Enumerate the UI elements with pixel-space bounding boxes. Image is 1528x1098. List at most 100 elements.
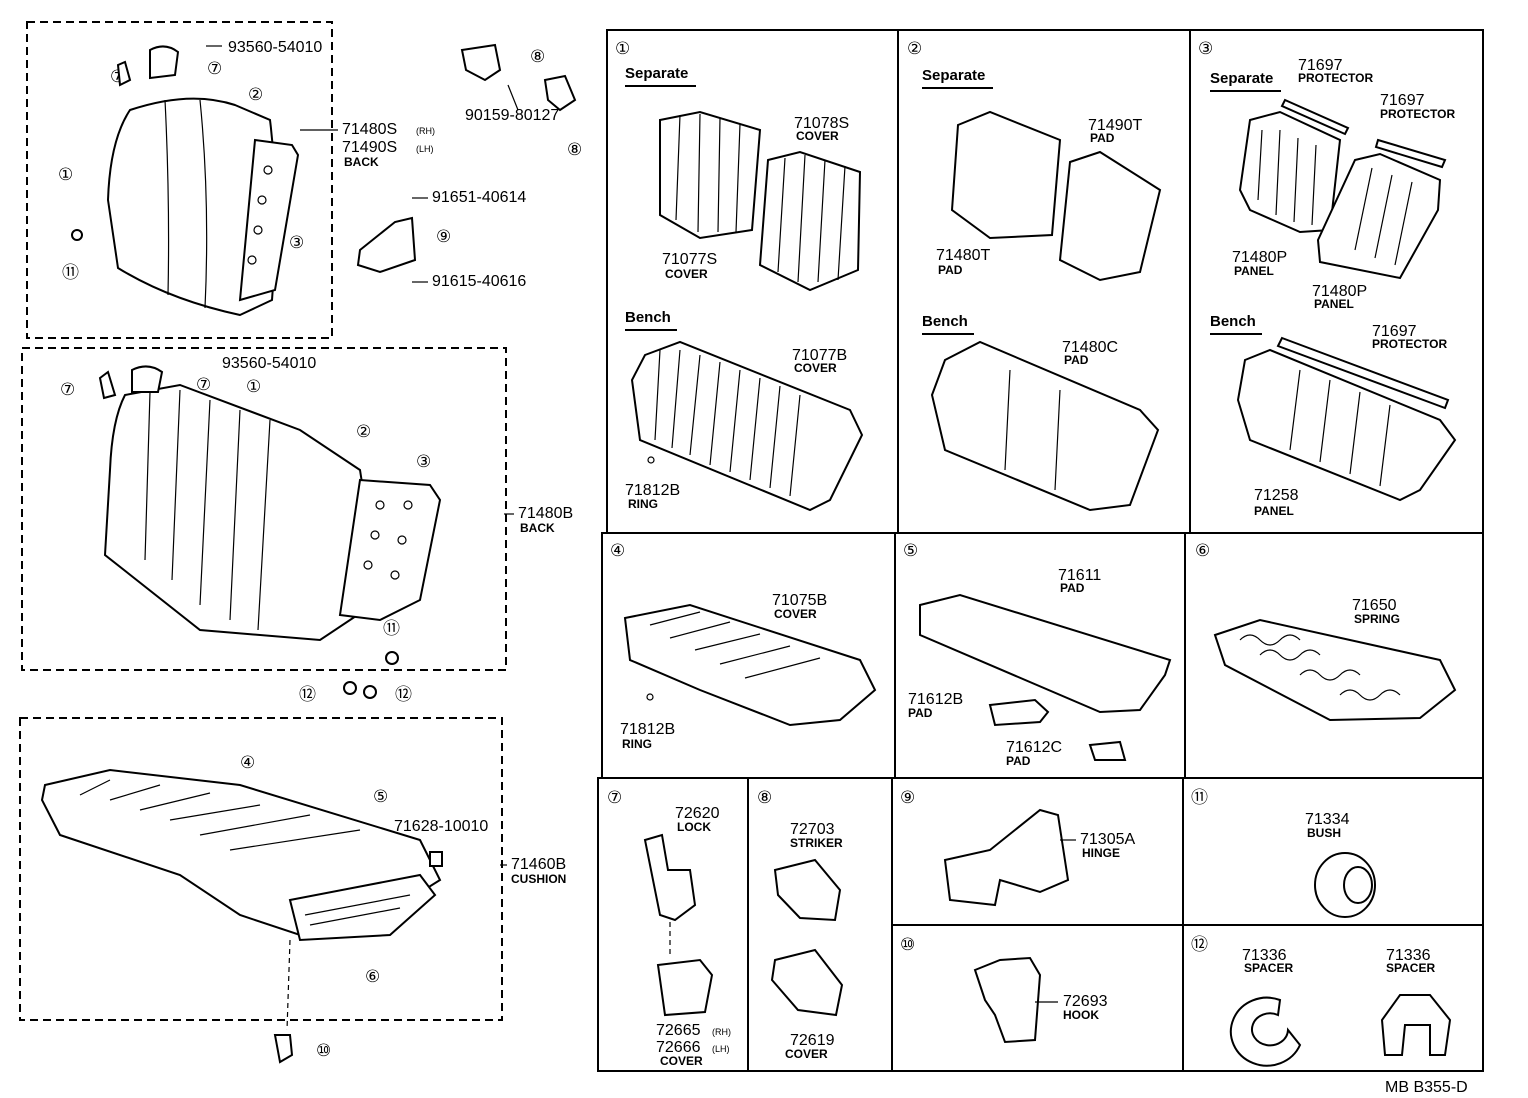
part-71480c: 71480C: [1062, 339, 1118, 356]
hinge-drawing: [943, 808, 1070, 907]
cell-12-spacer: ⑫ 71336 SPACER 71336 SPACER: [1191, 935, 1452, 1067]
cell-number: ⑩: [900, 935, 915, 954]
callout-2: ②: [356, 422, 371, 441]
callout-10: ⑩: [316, 1041, 331, 1060]
section-separate: Separate: [922, 67, 985, 84]
callout-8-a: ⑧: [530, 47, 545, 66]
desc-cover: COVER: [660, 1054, 703, 1068]
part-71697-c: 71697: [1372, 323, 1417, 340]
part-71078s: 71078S: [794, 115, 849, 132]
side-lh: (LH): [416, 144, 434, 154]
cover-separate-b: [758, 150, 862, 292]
group-cushion: ④ ⑤ ⑥ ⑩ 71628-10010 71460B CUSHION: [19, 717, 566, 1064]
part-71611: 71611: [1058, 567, 1101, 584]
desc-spacer: SPACER: [1386, 961, 1435, 975]
side-rh: (RH): [416, 126, 435, 136]
striker-cover-drawing: [770, 948, 844, 1017]
part-72693: 72693: [1063, 993, 1108, 1010]
section-bench: Bench: [922, 313, 968, 330]
screw-part-number: 90159-80127: [465, 107, 559, 124]
cell-10-hook: ⑩ 72693 HOOK: [900, 935, 1108, 1044]
cell-9-hinge: ⑨ 71305A HINGE: [900, 788, 1135, 907]
cushion-pad-drawing: [919, 593, 1172, 714]
cell-number: ①: [615, 39, 630, 58]
cell-number: ③: [1198, 39, 1213, 58]
side-lh: (LH): [712, 1044, 730, 1054]
hook-drawing: [973, 956, 1042, 1044]
part-71336-a: 71336: [1242, 947, 1287, 964]
desc-pad: PAD: [1006, 754, 1031, 768]
callout-4: ④: [240, 753, 255, 772]
cell-4-cushion-cover: ④ 71075B COVER 71812B RING: [610, 541, 877, 751]
lock-cover-drawing: [656, 958, 714, 1017]
callout-12-a: ⑫: [299, 685, 316, 704]
part-71480t: 71480T: [936, 247, 990, 264]
cell-number: ⑦: [607, 788, 622, 807]
callout-12-b: ⑫: [395, 685, 412, 704]
desc-hinge: HINGE: [1082, 846, 1120, 860]
spring-drawing: [1213, 618, 1457, 722]
desc-ring: RING: [628, 497, 658, 511]
part-71480p-a: 71480P: [1232, 249, 1287, 266]
cell-number: ⑧: [757, 788, 772, 807]
desc-cover: COVER: [794, 361, 837, 375]
callout-2: ②: [248, 85, 263, 104]
part-71812b: 71812B: [625, 482, 680, 499]
panel-separate-b: [1316, 152, 1442, 280]
cell-number: ⑨: [900, 788, 915, 807]
part-71650: 71650: [1352, 597, 1397, 614]
desc-back: BACK: [344, 155, 379, 169]
desc-cover: COVER: [796, 129, 839, 143]
lock-drawing: [643, 833, 697, 922]
part-71336-b: 71336: [1386, 947, 1431, 964]
callout-6: ⑥: [365, 967, 380, 986]
part-71075b: 71075B: [772, 592, 827, 609]
bolt-part-number-b: 91615-40616: [432, 273, 526, 290]
part-number-71480s: 71480S: [342, 121, 397, 138]
side-rh: (RH): [712, 1027, 731, 1037]
cell-number: ⑫: [1191, 935, 1208, 954]
cell-6-spring: ⑥ 71650 SPRING: [1195, 541, 1457, 722]
pad-separate-a: [950, 110, 1062, 240]
desc-panel: PANEL: [1254, 504, 1294, 518]
striker-drawing: [460, 43, 502, 82]
callout-7-a: ⑦: [60, 380, 75, 399]
desc-cushion: CUSHION: [511, 872, 566, 886]
desc-spacer: SPACER: [1244, 961, 1293, 975]
cell-7-lock: ⑦ 72620 LOCK 72665 (RH) 72666 (LH) COVER: [607, 788, 731, 1068]
callout-7-b: ⑦: [196, 375, 211, 394]
desc-spring: SPRING: [1354, 612, 1400, 626]
section-bench: Bench: [1210, 313, 1256, 330]
desc-back: BACK: [520, 521, 555, 535]
seatback-separate-drawing: [106, 97, 277, 317]
cell-number: ⑤: [903, 541, 918, 560]
desc-protector: PROTECTOR: [1298, 71, 1373, 85]
callout-1: ①: [58, 165, 73, 184]
part-71077b: 71077B: [792, 347, 847, 364]
desc-striker: STRIKER: [790, 836, 843, 850]
desc-cover: COVER: [774, 607, 817, 621]
group-boundary: [21, 347, 507, 671]
callout-7-b: ⑦: [207, 59, 222, 78]
part-71334: 71334: [1305, 811, 1350, 828]
group-boundary: [26, 21, 333, 339]
desc-ring: RING: [622, 737, 652, 751]
desc-pad: PAD: [938, 263, 963, 277]
cell-1-covers: ① Separate 71078S COVER 71077S COVER Ben…: [615, 39, 864, 512]
part-number-71460b: 71460B: [511, 856, 566, 873]
desc-pad: PAD: [908, 706, 933, 720]
part-72666: 72666: [656, 1039, 701, 1056]
cell-8-striker: ⑧ 72703 STRIKER 72619 COVER: [757, 788, 844, 1061]
callout-3: ③: [289, 233, 304, 252]
part-number-71480b: 71480B: [518, 505, 573, 522]
cell-number: ⑥: [1195, 541, 1210, 560]
diagram-code: MB B355-D: [1385, 1079, 1468, 1096]
cover-separate-a: [659, 110, 762, 240]
clip-part-number: 71628-10010: [394, 818, 488, 835]
bolt-part-number: 93560-54010: [228, 39, 322, 56]
callout-9: ⑨: [436, 227, 451, 246]
part-72703: 72703: [790, 821, 835, 838]
group-hinge-hardware: ⑧ ⑧ ⑨ 90159-80127 91651-40614 91615-4061…: [356, 43, 582, 290]
group-seatback-separate: ⑦ ⑦ ① ② ③ ⑪ 93560-54010 71480S (RH) 7149…: [26, 21, 435, 339]
callout-3: ③: [416, 452, 431, 471]
